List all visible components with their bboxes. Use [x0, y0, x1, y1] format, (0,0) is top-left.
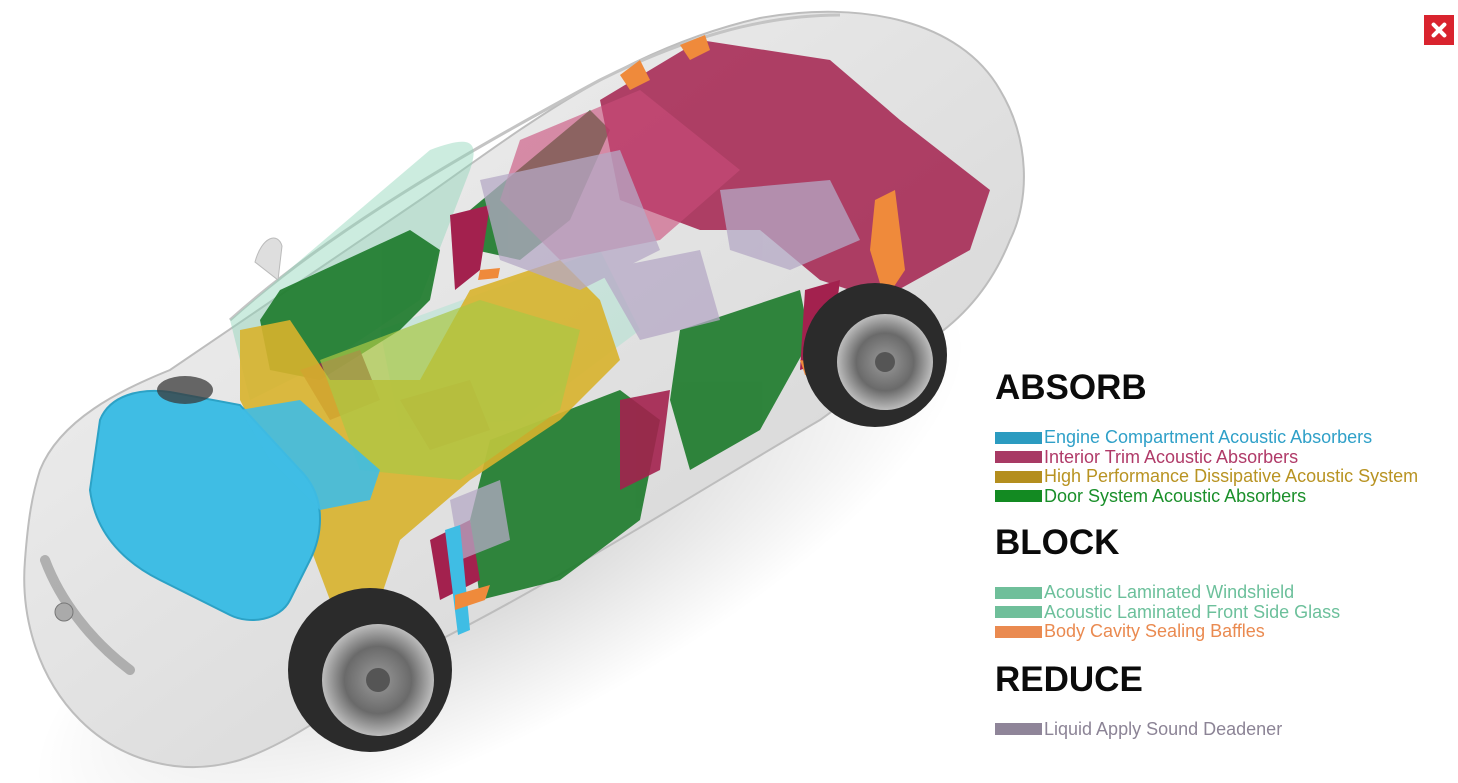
- color-swatch: [995, 490, 1042, 503]
- legend-label: Acoustic Laminated Windshield: [1044, 582, 1295, 603]
- legend-label: Interior Trim Acoustic Absorbers: [1044, 446, 1299, 467]
- body-cavity-baffles: [455, 35, 905, 610]
- color-swatch: [995, 470, 1042, 483]
- color-swatch: [995, 431, 1042, 444]
- color-swatch: [995, 606, 1042, 619]
- legend-label: Door System Acoustic Absorbers: [1044, 485, 1307, 506]
- color-swatch: [995, 625, 1042, 638]
- legend-label: Body Cavity Sealing Baffles: [1044, 621, 1265, 642]
- legend-item: High Performance Dissipative Acoustic Sy…: [995, 467, 1455, 487]
- legend-section-block: BLOCK Acoustic Laminated Windshield Acou…: [995, 523, 1455, 642]
- legend-item: Engine Compartment Acoustic Absorbers: [995, 428, 1455, 448]
- dissipative-acoustic-system: [240, 260, 620, 600]
- color-swatch: [995, 586, 1042, 599]
- legend-label: Acoustic Laminated Front Side Glass: [1044, 601, 1341, 622]
- legend-item: Body Cavity Sealing Baffles: [995, 622, 1455, 642]
- color-swatch: [995, 723, 1042, 736]
- legend-section-title: ABSORB: [995, 368, 1147, 407]
- engine-compartment-absorber: [88, 389, 470, 635]
- legend-label: High Performance Dissipative Acoustic Sy…: [1044, 466, 1419, 487]
- legend-item: Acoustic Laminated Windshield: [995, 583, 1455, 603]
- legend-label: Liquid Apply Sound Deadener: [1044, 718, 1283, 739]
- legend-section-reduce: REDUCE Liquid Apply Sound Deadener: [995, 660, 1455, 740]
- liquid-sound-deadener: [450, 150, 860, 560]
- rear-wheel: [803, 283, 947, 427]
- legend-item: Interior Trim Acoustic Absorbers: [995, 446, 1455, 468]
- legend-item: Door System Acoustic Absorbers: [995, 485, 1455, 507]
- car-cutaway-illustration: [23, 10, 1025, 783]
- front-wheel: [288, 588, 452, 752]
- legend-label: Engine Compartment Acoustic Absorbers: [1044, 427, 1373, 448]
- diagram-legend: ABSORB Engine Compartment Acoustic Absor…: [995, 368, 1455, 759]
- close-x-icon: [1431, 22, 1447, 38]
- legend-item: Acoustic Laminated Front Side Glass: [995, 601, 1455, 623]
- color-swatch: [995, 451, 1042, 464]
- legend-section-title: BLOCK: [995, 523, 1120, 562]
- legend-item: Liquid Apply Sound Deadener: [995, 718, 1455, 740]
- close-button[interactable]: [1424, 15, 1454, 45]
- legend-section-absorb: ABSORB Engine Compartment Acoustic Absor…: [995, 368, 1455, 506]
- legend-section-title: REDUCE: [995, 659, 1143, 699]
